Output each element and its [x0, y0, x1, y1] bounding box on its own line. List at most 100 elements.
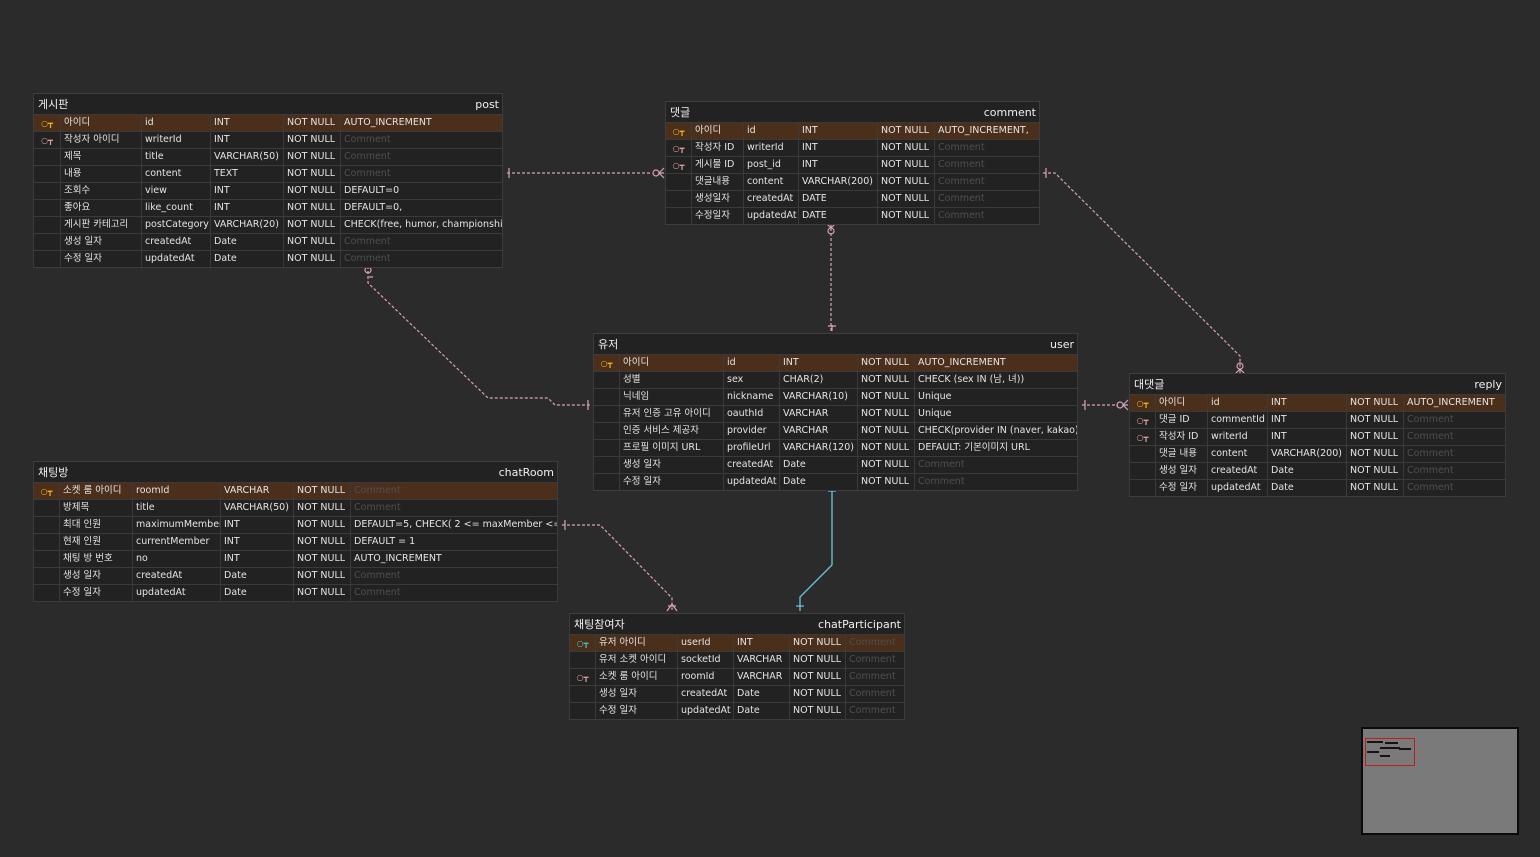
column-physical[interactable]: writerId	[743, 140, 798, 156]
column-logical[interactable]: 방제목	[59, 500, 132, 516]
column-logical[interactable]: 생성 일자	[595, 686, 677, 702]
column-logical[interactable]: 닉네임	[619, 389, 723, 405]
column-nullable[interactable]: NOT NULL	[877, 140, 934, 156]
column-type[interactable]: INT	[210, 183, 283, 199]
column-logical[interactable]: 최대 인원	[59, 517, 132, 533]
column-extra[interactable]: AUTO_INCREMENT	[350, 551, 557, 567]
column-type[interactable]: INT	[733, 635, 789, 651]
column-extra[interactable]: Comment	[340, 251, 502, 267]
column-extra[interactable]: Unique	[914, 406, 1077, 422]
column-extra[interactable]: DEFAULT: 기본이미지 URL	[914, 440, 1077, 456]
column-physical[interactable]: updatedAt	[723, 474, 779, 490]
column-type[interactable]: Date	[779, 474, 857, 490]
column-physical[interactable]: like_count	[141, 200, 210, 216]
column-physical[interactable]: updatedAt	[141, 251, 210, 267]
column-extra[interactable]: Unique	[914, 389, 1077, 405]
column-nullable[interactable]: NOT NULL	[857, 389, 914, 405]
column-physical[interactable]: socketId	[677, 652, 733, 668]
column-physical[interactable]: commentId	[1207, 412, 1267, 428]
column-type[interactable]: INT	[210, 200, 283, 216]
column-extra[interactable]: Comment	[914, 457, 1077, 473]
column-extra[interactable]: Comment	[934, 174, 1039, 190]
column-type[interactable]: VARCHAR	[220, 483, 293, 499]
column-nullable[interactable]: NOT NULL	[283, 166, 340, 182]
column-logical[interactable]: 소켓 룸 아이디	[595, 669, 677, 685]
column-type[interactable]: VARCHAR	[779, 423, 857, 439]
column-type[interactable]: Date	[733, 703, 789, 719]
column-nullable[interactable]: NOT NULL	[1346, 412, 1403, 428]
column-type[interactable]: Date	[779, 457, 857, 473]
column-nullable[interactable]: NOT NULL	[857, 406, 914, 422]
column-extra[interactable]: Comment	[934, 208, 1039, 224]
column-type[interactable]: INT	[220, 534, 293, 550]
column-extra[interactable]: AUTO_INCREMENT	[914, 355, 1077, 371]
column-extra[interactable]: Comment	[845, 686, 904, 702]
column-nullable[interactable]: NOT NULL	[293, 534, 350, 550]
column-extra[interactable]: Comment	[1403, 446, 1505, 462]
column-nullable[interactable]: NOT NULL	[1346, 480, 1403, 496]
column-nullable[interactable]: NOT NULL	[283, 132, 340, 148]
column-nullable[interactable]: NOT NULL	[789, 703, 845, 719]
column-type[interactable]: CHAR(2)	[779, 372, 857, 388]
column-type[interactable]: Date	[1267, 480, 1346, 496]
column-physical[interactable]: currentMember	[132, 534, 220, 550]
column-extra[interactable]: AUTO_INCREMENT	[1403, 395, 1505, 411]
column-nullable[interactable]: NOT NULL	[283, 217, 340, 233]
column-physical[interactable]: updatedAt	[743, 208, 798, 224]
column-logical[interactable]: 수정 일자	[619, 474, 723, 490]
minimap-viewport[interactable]	[1365, 738, 1415, 766]
column-physical[interactable]: updatedAt	[677, 703, 733, 719]
column-logical[interactable]: 조회수	[60, 183, 141, 199]
column-logical[interactable]: 유저 아이디	[595, 635, 677, 651]
column-nullable[interactable]: NOT NULL	[293, 500, 350, 516]
column-nullable[interactable]: NOT NULL	[789, 652, 845, 668]
column-logical[interactable]: 댓글 내용	[1155, 446, 1207, 462]
column-extra[interactable]: Comment	[845, 652, 904, 668]
column-nullable[interactable]: NOT NULL	[283, 251, 340, 267]
column-nullable[interactable]: NOT NULL	[877, 208, 934, 224]
column-logical[interactable]: 작성자 ID	[691, 140, 743, 156]
column-extra[interactable]: Comment	[934, 157, 1039, 173]
column-nullable[interactable]: NOT NULL	[857, 372, 914, 388]
column-extra[interactable]: Comment	[1403, 480, 1505, 496]
column-physical[interactable]: post_id	[743, 157, 798, 173]
column-physical[interactable]: updatedAt	[1207, 480, 1267, 496]
column-nullable[interactable]: NOT NULL	[283, 149, 340, 165]
column-type[interactable]: VARCHAR	[733, 669, 789, 685]
column-nullable[interactable]: NOT NULL	[857, 423, 914, 439]
column-nullable[interactable]: NOT NULL	[1346, 429, 1403, 445]
column-type[interactable]: Date	[220, 585, 293, 601]
column-physical[interactable]: content	[1207, 446, 1267, 462]
column-extra[interactable]: Comment	[1403, 463, 1505, 479]
column-physical[interactable]: id	[141, 115, 210, 131]
column-type[interactable]: INT	[220, 551, 293, 567]
column-physical[interactable]: title	[141, 149, 210, 165]
column-nullable[interactable]: NOT NULL	[789, 635, 845, 651]
column-logical[interactable]: 프로필 이미지 URL	[619, 440, 723, 456]
column-extra[interactable]: Comment	[340, 132, 502, 148]
column-type[interactable]: INT	[210, 115, 283, 131]
column-physical[interactable]: createdAt	[141, 234, 210, 250]
column-nullable[interactable]: NOT NULL	[877, 157, 934, 173]
column-extra[interactable]: DEFAULT=0,	[340, 200, 502, 216]
column-logical[interactable]: 수정일자	[691, 208, 743, 224]
